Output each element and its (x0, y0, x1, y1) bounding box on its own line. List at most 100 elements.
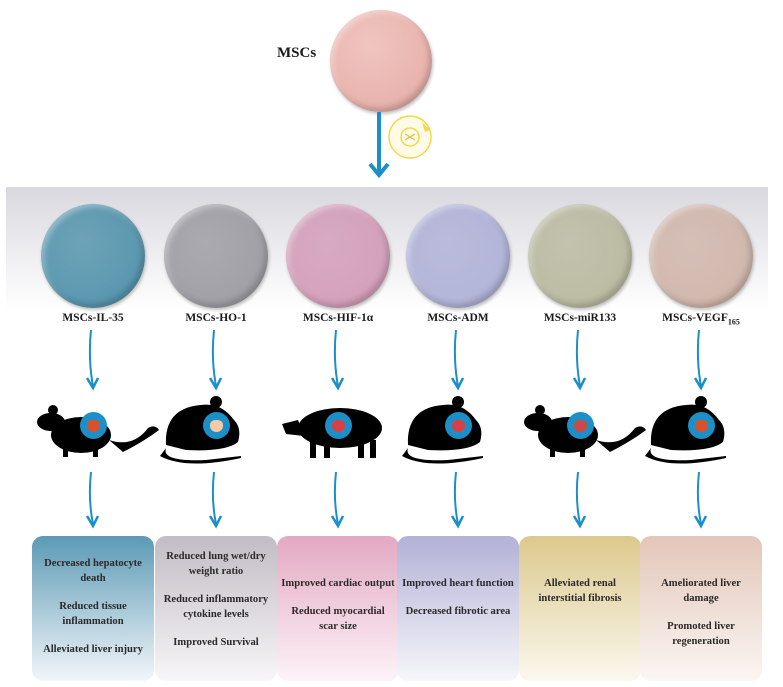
effect-text: Alleviated liver injury (43, 644, 143, 655)
organ-shape (332, 419, 345, 432)
cell-shape (574, 221, 603, 247)
kidney-icon (567, 412, 594, 439)
effect-text: Decreased fibrotic area (405, 606, 511, 617)
cell-shape (336, 243, 365, 269)
cell-dish-icon (286, 204, 390, 308)
cell-shape (546, 245, 575, 271)
effect-text: Improved heart function (402, 578, 514, 589)
effect-text: Improved Survival (173, 637, 259, 648)
cell-shape (182, 225, 211, 251)
group-label: MSCs-HIF-1α (273, 312, 403, 324)
cell-shape (59, 225, 88, 251)
group-label: MSCs-IL-35 (28, 312, 158, 324)
arrow-down-icon (330, 329, 345, 391)
effect-text: Improved cardiac output (281, 578, 395, 589)
arrow-down-icon (330, 471, 345, 529)
cell-shape (87, 221, 116, 247)
cell-shape (347, 50, 376, 76)
group-label-text: MSCs-IL-35 (62, 312, 124, 324)
cell-shape (456, 243, 485, 269)
cell-shape (562, 261, 591, 287)
group-label-text: MSCs-HIF-1α (302, 312, 374, 324)
arrow-down-icon (85, 471, 100, 529)
cell-shape (182, 245, 211, 271)
organ-shape (695, 419, 708, 432)
cell-shape (304, 225, 333, 251)
cell-shape (214, 243, 243, 269)
group-label-text: MSCs-miR133 (543, 312, 617, 324)
group-label: MSCs-miR133 (515, 312, 645, 324)
cell-shape (304, 245, 333, 271)
effect-text: Reduced tissue inflammation (59, 601, 127, 627)
arrow-down-icon (572, 329, 587, 391)
arrow-down-icon (572, 471, 587, 529)
effect-text: Decreased hepatocyte death (44, 558, 142, 584)
arrow-down-icon (450, 329, 465, 391)
arrow-down-icon (450, 471, 465, 529)
arrow-down-icon (368, 112, 390, 179)
cell-shape (667, 225, 696, 251)
heart-icon (325, 412, 352, 439)
cell-shape (699, 243, 728, 269)
cell-shape (332, 221, 361, 247)
effect-text: Reduced lung wet/dry weight ratio (166, 551, 266, 577)
lung-icon (203, 412, 230, 439)
cell-shape (695, 221, 724, 247)
dna-vector-icon (388, 115, 432, 159)
effect-text: Reduced myocardial scar size (291, 606, 385, 632)
organ-shape (210, 419, 223, 432)
cell-dish-icon (649, 204, 753, 308)
arrow-down-icon (85, 329, 100, 391)
cell-shape (452, 221, 481, 247)
cell-shape (440, 261, 469, 287)
arrow-down-icon (693, 329, 708, 391)
source-label: MSCs (277, 45, 317, 61)
cell-dish-icon (528, 204, 632, 308)
effect-text: Reduced inflammatory cytokine levels (163, 594, 269, 620)
group-label: MSCs-VEGF165 (636, 312, 766, 326)
cell-dish-icon (330, 10, 432, 112)
organ-shape (87, 419, 100, 432)
cell-shape (210, 221, 239, 247)
effect-text: Alleviated renal interstitial fibrosis (538, 578, 622, 604)
cell-dish-icon (41, 204, 145, 308)
cell-shape (347, 30, 376, 56)
arrow-down-icon (208, 471, 223, 529)
cell-dish-icon (164, 204, 268, 308)
group-label: MSCs-ADM (393, 312, 523, 324)
cell-shape (546, 225, 575, 251)
cell-shape (667, 245, 696, 271)
cell-shape (683, 261, 712, 287)
cell-shape (375, 26, 404, 52)
heart-icon (445, 412, 472, 439)
effect-text: Ameliorated liver damage (661, 578, 741, 604)
organ-shape (452, 419, 465, 432)
group-label-text: MSCs-VEGF (662, 312, 728, 324)
cell-shape (59, 245, 88, 271)
organ-shape (574, 419, 587, 432)
arrow-down-icon (693, 471, 708, 529)
group-label-subscript: 165 (727, 317, 740, 327)
cell-shape (578, 243, 607, 269)
group-label-text: MSCs-ADM (427, 312, 489, 324)
effect-text: Promoted liver regeneration (667, 621, 735, 647)
cell-shape (91, 243, 120, 269)
cell-shape (198, 261, 227, 287)
cell-shape (75, 261, 104, 287)
arrow-down-icon (208, 329, 223, 391)
cell-shape (424, 225, 453, 251)
cell-shape (424, 245, 453, 271)
cell-shape (320, 261, 349, 287)
group-label-text: MSCs-HO-1 (185, 312, 247, 324)
cell-shape (363, 66, 392, 92)
group-label: MSCs-HO-1 (151, 312, 281, 324)
liver-icon (688, 412, 715, 439)
effects-box: Alleviated renal interstitial fibrosis (519, 536, 641, 681)
cell-dish-icon (406, 204, 510, 308)
cell-shape (379, 48, 408, 74)
